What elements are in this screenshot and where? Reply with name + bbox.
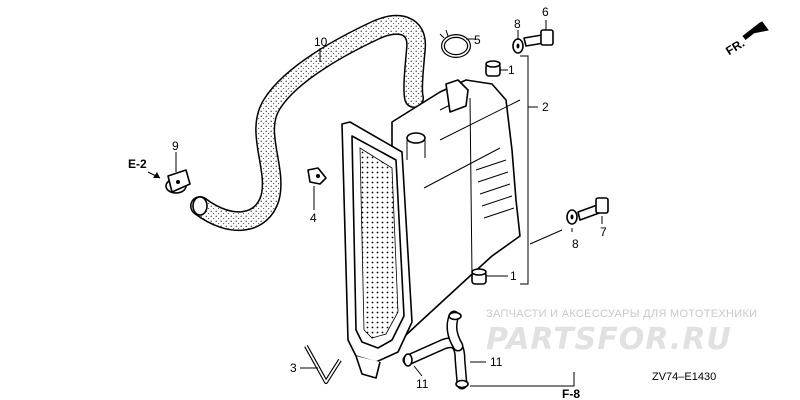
callout-5: 5 — [474, 33, 481, 47]
grommet-bottom — [471, 268, 487, 285]
watermark: ЗАПЧАСТИ И АКСЕССУАРЫ ДЛЯ МОТОТЕХНИКИ PA… — [486, 308, 757, 357]
air-cleaner-case — [341, 79, 521, 379]
leader-lines — [175, 20, 603, 387]
watermark-caption: ЗАПЧАСТИ И АКСЕССУАРЫ ДЛЯ МОТОТЕХНИКИ — [486, 308, 757, 320]
front-direction-label: FR. — [723, 36, 747, 58]
bolt-bottom — [577, 197, 609, 221]
callout-10: 10 — [314, 35, 328, 49]
callout-3: 3 — [290, 361, 297, 375]
watermark-logo: PARTSFOR.RU — [486, 322, 732, 357]
bent-pin — [304, 345, 342, 384]
small-clip — [307, 167, 327, 185]
callout-1-top: 1 — [508, 63, 515, 77]
reference-f8: F-8 — [562, 387, 580, 400]
reference-e2-arrow — [147, 171, 161, 179]
callout-1-bottom: 1 — [510, 269, 517, 283]
callout-7: 7 — [600, 225, 607, 239]
callout-8-bottom: 8 — [572, 237, 579, 251]
breather-hose — [190, 14, 427, 232]
grommet-top — [485, 60, 501, 77]
tube-clip — [165, 169, 191, 194]
hose-clamp — [439, 29, 471, 58]
callout-8-top: 8 — [514, 17, 521, 31]
bolt-top — [523, 29, 554, 47]
washer-top — [512, 38, 524, 54]
callout-11-right: 11 — [490, 355, 503, 369]
callout-2: 2 — [542, 100, 549, 114]
diagram-code: ZV74–E1430 — [652, 371, 716, 383]
reference-e2: E-2 — [128, 157, 147, 171]
callout-6: 6 — [542, 5, 549, 19]
callout-11-left: 11 — [416, 377, 429, 391]
callout-9: 9 — [172, 139, 179, 153]
drain-tube — [402, 310, 469, 390]
washer-bottom — [566, 209, 578, 225]
callouts: 10 5 8 6 1 2 9 4 7 8 1 3 11 11 — [172, 5, 607, 391]
front-direction-arrow: FR. — [723, 21, 769, 58]
callout-4: 4 — [310, 211, 317, 225]
